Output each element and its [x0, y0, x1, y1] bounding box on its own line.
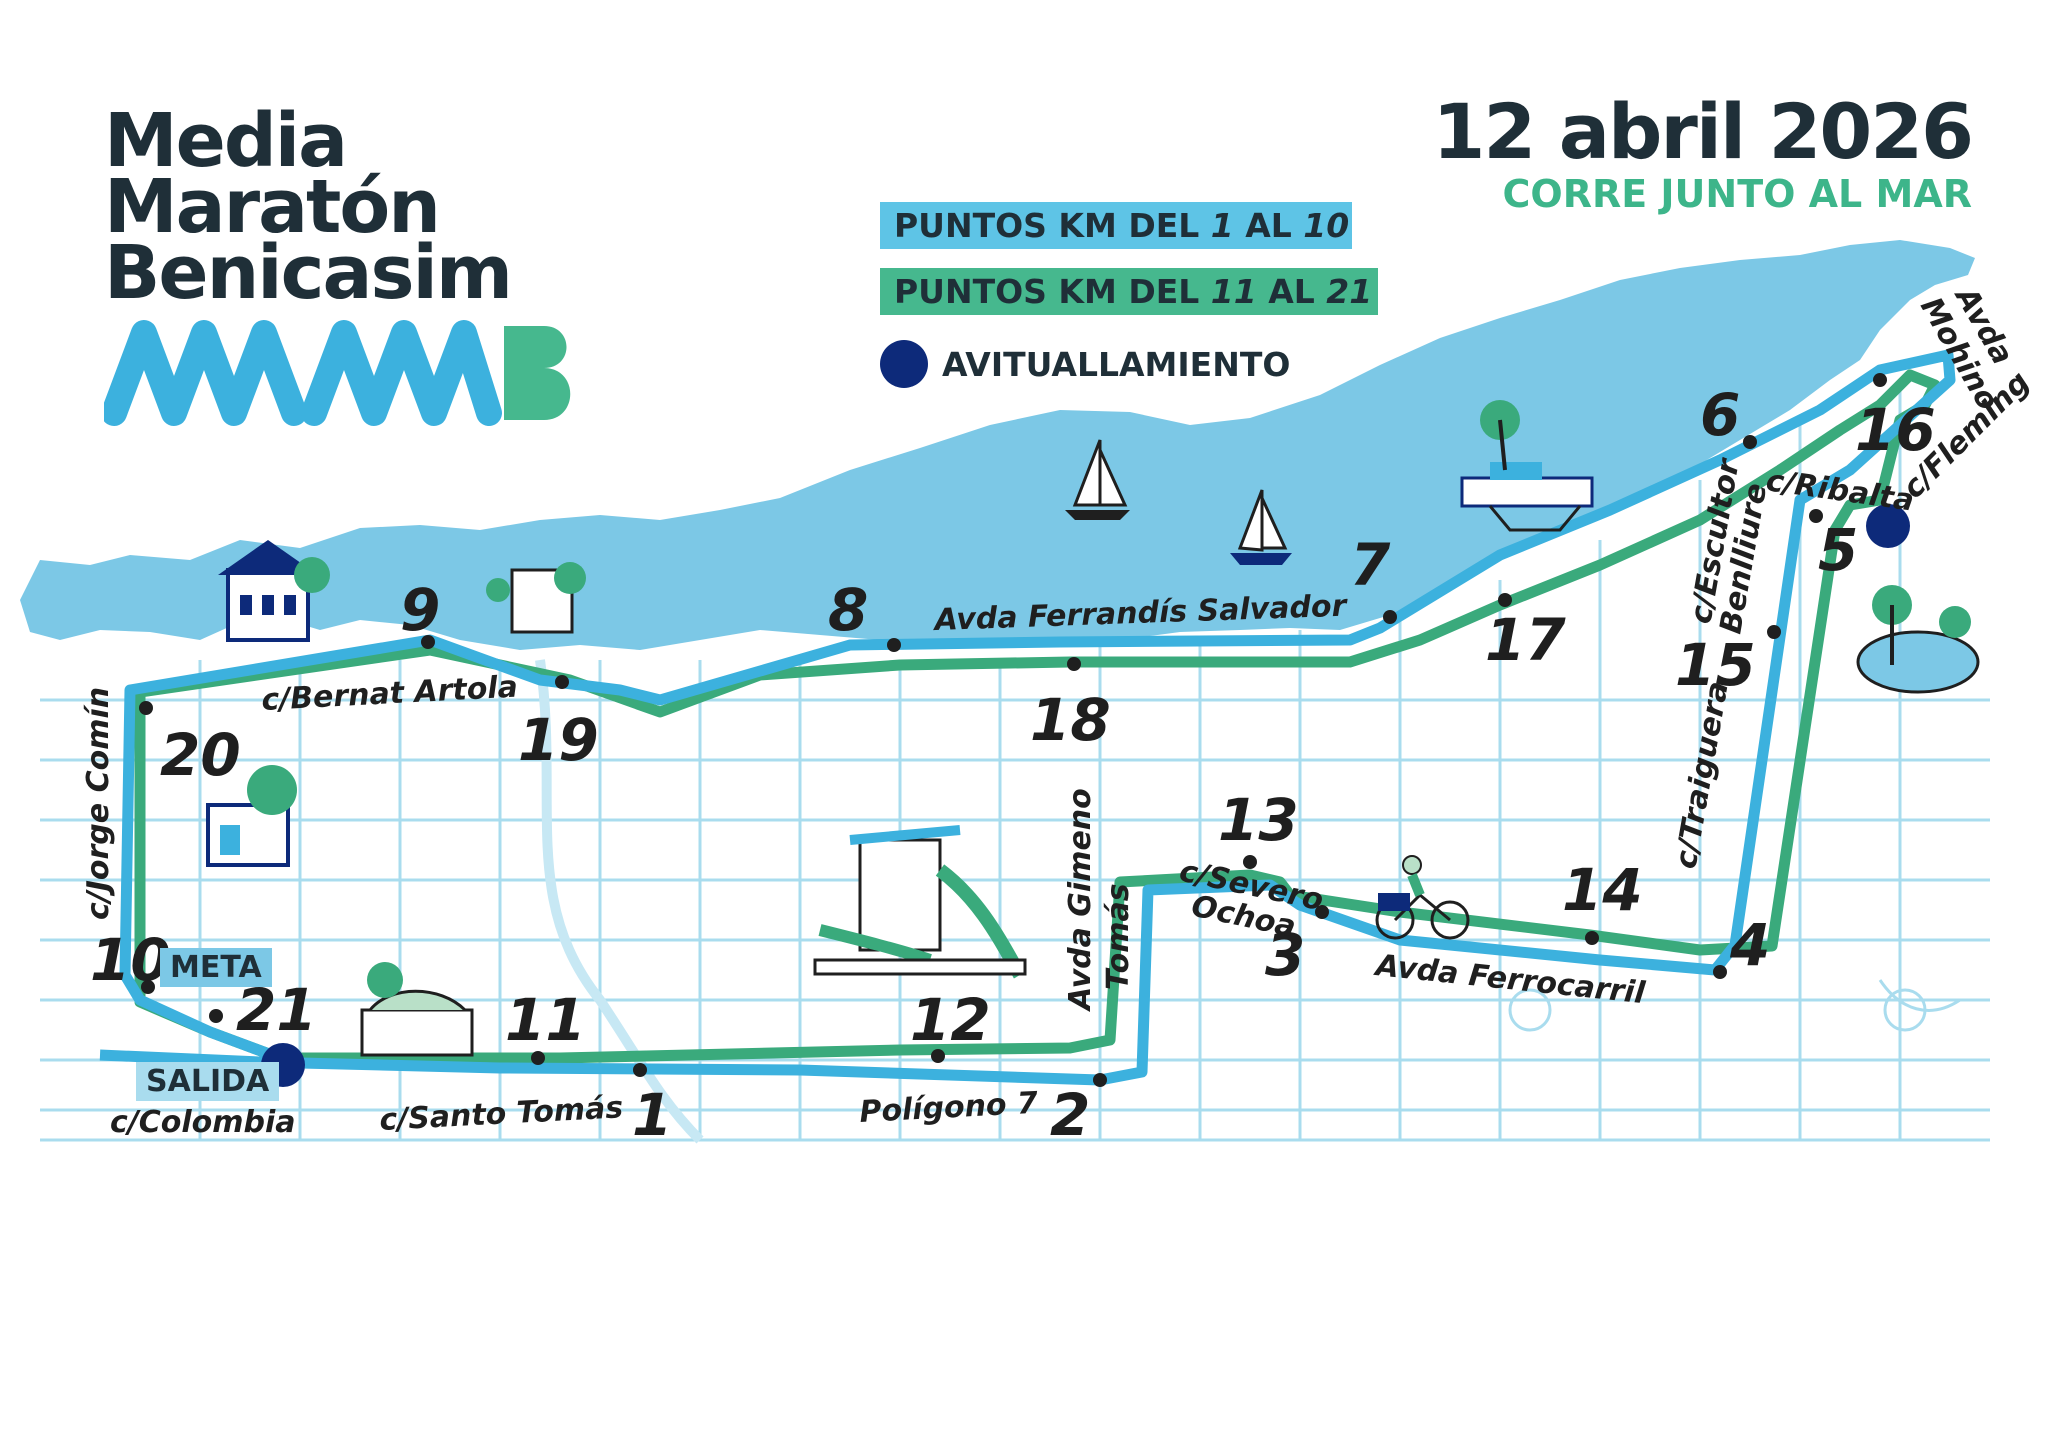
legend-aid-label: AVITUALLAMIENTO	[942, 344, 1291, 384]
km-dot-9	[421, 635, 435, 649]
mmb-logo	[104, 320, 571, 426]
km-label-18: 18	[1030, 686, 1111, 754]
km-label-16: 16	[1855, 396, 1936, 464]
km-dot-21	[209, 1009, 223, 1023]
tower-landmark-icon	[486, 562, 586, 634]
sailboat-icon	[1230, 489, 1292, 565]
legend-km-1-10: PUNTOS KM DEL 1 AL 10	[880, 202, 1352, 249]
street-comin: c/Jorge Comín	[81, 687, 116, 920]
km-dot-15	[1767, 625, 1781, 639]
km-dot-3	[1315, 905, 1329, 919]
sailboat-icon	[1065, 439, 1130, 520]
finish-tag: META	[160, 948, 272, 987]
km-dot-1	[633, 1063, 647, 1077]
aid-station-dot-icon	[880, 340, 928, 388]
km-label-1: 1	[632, 1081, 672, 1149]
street-colombia: c/Colombia	[110, 1105, 296, 1140]
km-label-20: 20	[160, 721, 241, 789]
km-dot-4	[1713, 965, 1727, 979]
legend-km1-mid: AL	[1233, 206, 1304, 245]
sea	[20, 240, 1975, 650]
km-labels: 1 2 3 4 5 6 7 8 9 10 11 12 13 14 15 16 1…	[90, 381, 1936, 1149]
legend-km1-prefix: PUNTOS KM DEL	[894, 206, 1211, 245]
train-landmark-icon	[206, 765, 297, 867]
km-label-6: 6	[1700, 381, 1740, 449]
legend-km2-mid: AL	[1256, 272, 1327, 311]
km-dot-18	[1067, 657, 1081, 671]
title-line-2: Maratón	[104, 164, 441, 250]
km-dot-19	[555, 675, 569, 689]
event-slogan: CORRE JUNTO AL MAR	[1502, 172, 1973, 216]
waterpark-landmark-icon	[813, 825, 1027, 979]
legend-km-11-21: PUNTOS KM DEL 11 AL 21	[880, 268, 1378, 315]
km-label-21: 21	[236, 976, 317, 1044]
km-dot-8	[887, 638, 901, 652]
legend-km2-prefix: PUNTOS KM DEL	[894, 272, 1211, 311]
km-label-2: 2	[1050, 1081, 1090, 1149]
km-dot-16	[1873, 373, 1887, 387]
km-label-3: 3	[1265, 921, 1305, 989]
km-dot-7	[1383, 610, 1397, 624]
km-label-14: 14	[1562, 856, 1643, 924]
km-label-7: 7	[1350, 531, 1391, 599]
aid-station-km5	[1866, 504, 1910, 548]
legend-km2-to: 21	[1326, 272, 1373, 311]
km-dot-6	[1743, 435, 1757, 449]
km-label-5: 5	[1818, 516, 1858, 584]
street-traiguera: c/Traiguera	[1668, 679, 1735, 872]
km-label-13: 13	[1218, 786, 1299, 854]
km-label-15: 15	[1675, 631, 1756, 699]
street-tomas: Tomás	[1101, 883, 1136, 990]
event-date: 12 abril 2026	[1432, 87, 1974, 176]
km-dot-13	[1243, 855, 1257, 869]
street-gimeno: Avda Gimeno	[1063, 788, 1098, 1012]
km-dot-11	[531, 1051, 545, 1065]
km-dot-17	[1498, 593, 1512, 607]
legend-km1-to: 10	[1303, 206, 1350, 245]
km-dot-20	[139, 701, 153, 715]
km-label-9: 9	[400, 576, 440, 644]
km-label-12: 12	[910, 986, 991, 1054]
route-km-1-10	[99, 349, 1956, 1086]
legend-km2-from: 11	[1210, 272, 1257, 311]
street-poligono: Polígono 7	[859, 1086, 1039, 1130]
beach-club-landmark-icon	[1460, 400, 1594, 532]
street-santo-tomas: c/Santo Tomás	[379, 1090, 624, 1138]
palace-landmark-icon	[360, 962, 474, 1057]
km-markers	[139, 373, 1887, 1087]
km-label-8: 8	[828, 576, 868, 644]
cyclist-icon	[1375, 855, 1470, 940]
event-info: 12 abril 2026 CORRE JUNTO AL MAR	[1432, 87, 1974, 217]
km-label-11: 11	[505, 986, 586, 1054]
legend-aid-station: AVITUALLAMIENTO	[880, 340, 1290, 388]
km-dot-5	[1809, 509, 1823, 523]
title-line-1: Media	[104, 98, 348, 184]
km-label-10: 10	[90, 926, 171, 994]
km-label-4: 4	[1729, 911, 1770, 979]
title-line-3: Benicasim	[104, 230, 513, 316]
km-label-17: 17	[1485, 606, 1566, 674]
km-dot-10	[141, 980, 155, 994]
race-title: Media Maratón Benicasim	[104, 98, 513, 316]
km-label-19: 19	[518, 706, 599, 774]
palm-pool-landmark-icon	[1856, 585, 1980, 694]
km-dot-12	[931, 1049, 945, 1063]
km-dot-2	[1093, 1073, 1107, 1087]
legend-km1-from: 1	[1210, 206, 1234, 245]
villa-landmark-icon	[218, 540, 330, 642]
start-tag: SALIDA	[136, 1062, 280, 1101]
km-dot-14	[1585, 931, 1599, 945]
